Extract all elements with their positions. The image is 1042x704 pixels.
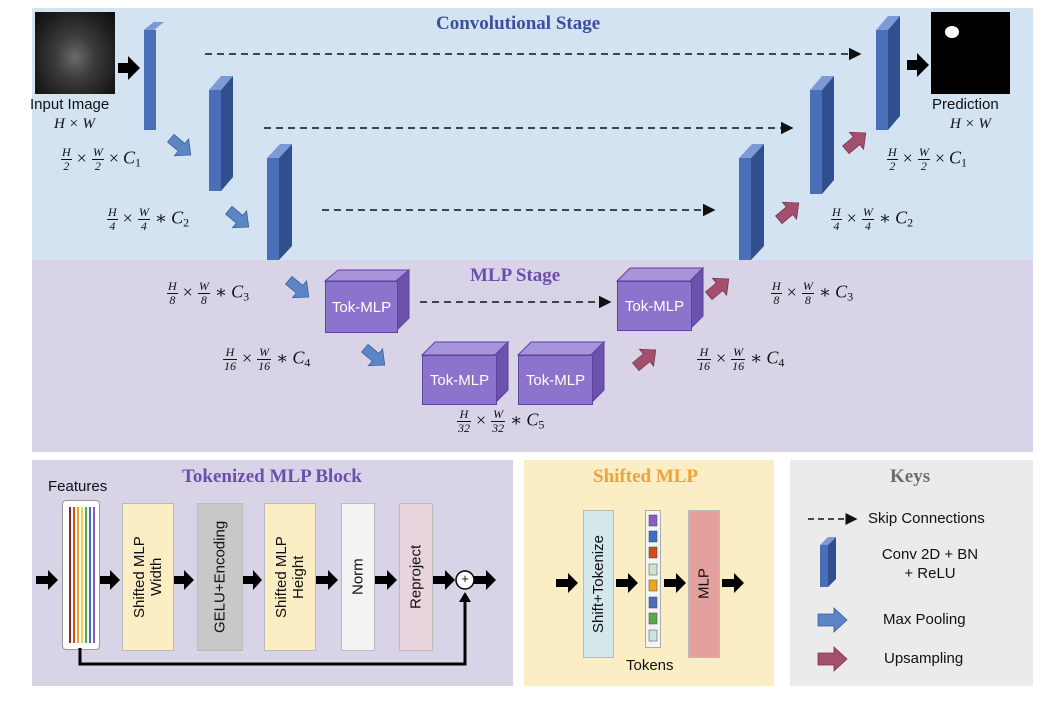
arrow-1 <box>100 570 120 590</box>
gelu-encoding-box: GELU+Encoding <box>197 503 243 651</box>
arrow-4 <box>316 570 338 590</box>
output-arrow <box>907 53 929 77</box>
features-label: Features <box>48 478 108 495</box>
shifted-mlp-height-box: Shifted MLP Height <box>264 503 316 651</box>
key-conv-label: Conv 2D + BN + ReLU <box>881 546 979 582</box>
tokenized-mlp-block-title: Tokenized MLP Block <box>182 466 362 487</box>
prediction-label: Prediction <box>932 96 999 113</box>
reproject-box: Reproject <box>399 503 433 651</box>
mlp-box: MLP <box>688 510 720 658</box>
key-conv-icon <box>820 537 836 587</box>
key-skip-connections-label: Skip Connections <box>868 510 985 527</box>
unet-diagram-graphics <box>118 16 929 405</box>
tokmlp-box-enc-3d <box>323 268 411 333</box>
upsample-arrow-3 <box>775 201 800 225</box>
input-arrow <box>118 56 140 80</box>
input-image-dims: H × W <box>54 116 95 132</box>
tokmlp-block-bottleneck-2: Tok-MLP <box>518 355 593 405</box>
shift-tokenize-box: Shift+Tokenize <box>583 510 614 658</box>
convolutional-stage-title: Convolutional Stage <box>436 13 601 34</box>
tokmlp-block-decoder: Tok-MLP <box>617 281 692 331</box>
maxpool-arrow-4 <box>361 343 386 367</box>
tokmlp-box-bottleneck-1-3d <box>420 340 510 405</box>
maxpool-arrow-1 <box>167 133 192 157</box>
conv-block-dec-2 <box>810 76 834 194</box>
arrow-2 <box>174 570 194 590</box>
shifted-mlp-arrows <box>556 573 744 593</box>
conv-block-enc-2 <box>209 76 233 191</box>
convolutional-stage-region <box>32 8 1033 260</box>
conv-block-dec-1 <box>876 16 900 130</box>
key-upsample-icon <box>817 646 848 672</box>
tokmlp-box-bottleneck-2-3d <box>516 340 606 405</box>
add-symbol: + <box>461 571 469 586</box>
tokens-column <box>645 510 661 648</box>
features-stack <box>62 500 100 650</box>
residual-path <box>78 600 467 666</box>
maxpool-arrow-3 <box>285 275 310 299</box>
key-upsampling-label: Upsampling <box>884 650 964 667</box>
arrow-in <box>36 570 58 590</box>
upsample-arrow-2 <box>705 277 730 301</box>
input-image-label: Input Image <box>30 96 110 113</box>
upsample-arrow-4 <box>842 131 867 155</box>
conv-block-dec-3 <box>739 144 764 260</box>
prediction-dims: H × W <box>950 116 991 132</box>
keys-title: Keys <box>890 466 931 487</box>
shifted-mlp-width-box: Shifted MLP Width <box>122 503 174 651</box>
upsample-arrow-1 <box>632 348 657 372</box>
add-circle <box>455 570 475 590</box>
input-image-thumbnail <box>35 12 115 94</box>
shifted-mlp-title: Shifted MLP <box>593 466 699 487</box>
mlp-stage-title: MLP Stage <box>470 265 561 286</box>
keys-icons <box>808 513 858 672</box>
tokmlp-block-bottleneck-1: Tok-MLP <box>422 355 497 405</box>
norm-box: Norm <box>341 503 375 651</box>
tokmlp-block-encoder: Tok-MLP <box>325 281 398 333</box>
prediction-mask <box>931 12 1010 94</box>
key-maxpool-icon <box>817 607 848 633</box>
arrow-5 <box>375 570 397 590</box>
tokens-label: Tokens <box>626 657 674 674</box>
conv-block-enc-3 <box>267 144 292 260</box>
arrow-out <box>474 570 496 590</box>
tokenized-block-arrows <box>36 570 496 666</box>
key-maxpool-label: Max Pooling <box>883 611 966 628</box>
maxpool-arrow-2 <box>225 205 250 229</box>
arrow-6 <box>433 570 455 590</box>
arrow-3 <box>243 570 262 590</box>
conv-block-enc-1 <box>144 22 164 130</box>
